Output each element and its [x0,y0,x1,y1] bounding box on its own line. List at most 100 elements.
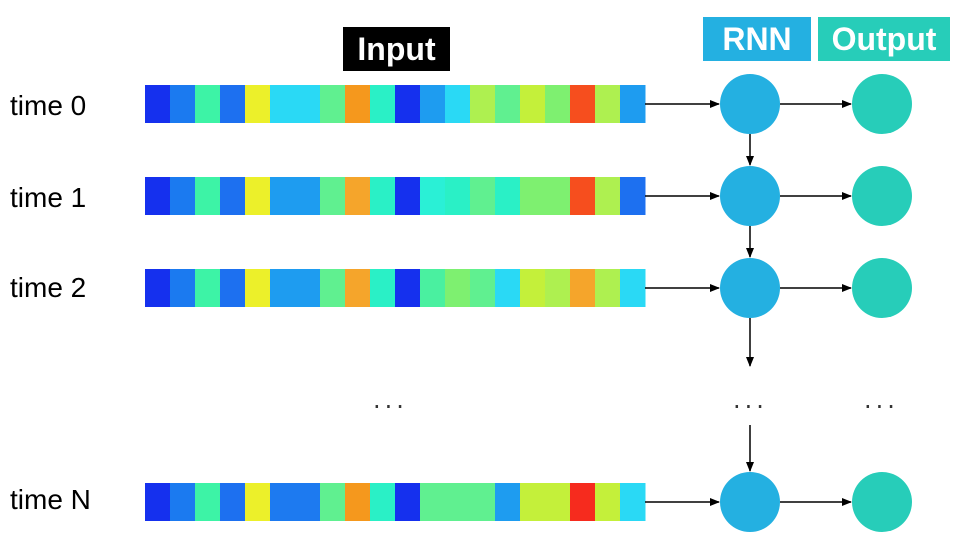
input-cell [270,269,296,307]
input-cell [220,177,246,215]
input-cell [395,177,421,215]
input-cell [470,177,496,215]
time-label-n: time N [10,484,91,515]
input-cell [295,177,321,215]
input-cell [520,269,546,307]
input-cell [570,85,596,123]
input-cell [495,177,521,215]
input-cell [245,85,271,123]
input-cell [145,177,171,215]
time-label-2: time 2 [10,272,87,303]
input-cell [195,483,221,521]
input-cell [445,177,471,215]
input-cell [520,85,546,123]
input-cell [145,85,171,123]
input-cell [595,85,621,123]
rnn-node [720,472,780,532]
input-cell [170,483,196,521]
output-ellipsis: ··· [864,393,899,421]
input-header: Input [343,27,450,71]
input-cell [495,483,521,521]
output-node [852,472,912,532]
input-cell [470,85,496,123]
input-cell [520,177,546,215]
input-cell [220,483,246,521]
input-cell [620,269,646,307]
input-cell [320,85,346,123]
input-cell [395,85,421,123]
input-cell [345,483,371,521]
input-cell [170,269,196,307]
input-cell [245,177,271,215]
input-cell [570,177,596,215]
input-cell [620,85,646,123]
input-cell [595,483,621,521]
input-cell [420,483,446,521]
input-cell [420,177,446,215]
input-cell [370,483,396,521]
input-cell [170,177,196,215]
input-cell [520,483,546,521]
input-cell [220,269,246,307]
output-node [852,74,912,134]
rnn-node [720,258,780,318]
input-cell [320,483,346,521]
input-cell [620,177,646,215]
input-cell [195,177,221,215]
input-cell [595,177,621,215]
input-cell [145,483,171,521]
rnn-node [720,74,780,134]
input-cell [420,85,446,123]
input-cell [370,269,396,307]
input-cell [545,177,571,215]
input-cell [495,85,521,123]
input-cell [145,269,171,307]
input-cell [495,269,521,307]
input-cell [570,483,596,521]
input-cell [470,483,496,521]
input-cell [445,483,471,521]
rnn-ellipsis: ··· [733,393,768,421]
input-cell [270,85,296,123]
input-cell [345,177,371,215]
input-cell [545,85,571,123]
input-cell [295,483,321,521]
rnn-node [720,166,780,226]
input-cell [245,483,271,521]
output-header: Output [818,17,950,61]
rnn-header: RNN [703,17,811,61]
input-cell [445,269,471,307]
input-cell [295,269,321,307]
input-cell [370,85,396,123]
input-cell [345,85,371,123]
input-cell [395,483,421,521]
input-cell [270,483,296,521]
input-cell [345,269,371,307]
input-cell [295,85,321,123]
input-cell [320,177,346,215]
input-cell [270,177,296,215]
output-node [852,258,912,318]
input-cell [195,85,221,123]
input-cell [320,269,346,307]
time-label-0: time 0 [10,90,87,121]
input-cell [370,177,396,215]
input-cell [545,483,571,521]
input-cell [245,269,271,307]
output-node [852,166,912,226]
rows-layer [145,74,912,532]
time-label-1: time 1 [10,182,87,213]
input-cell [470,269,496,307]
input-cell [220,85,246,123]
input-cell [445,85,471,123]
input-ellipsis: ··· [373,393,408,421]
input-cell [545,269,571,307]
input-cell [420,269,446,307]
input-cell [395,269,421,307]
input-cell [195,269,221,307]
input-cell [170,85,196,123]
input-cell [595,269,621,307]
input-cell [570,269,596,307]
